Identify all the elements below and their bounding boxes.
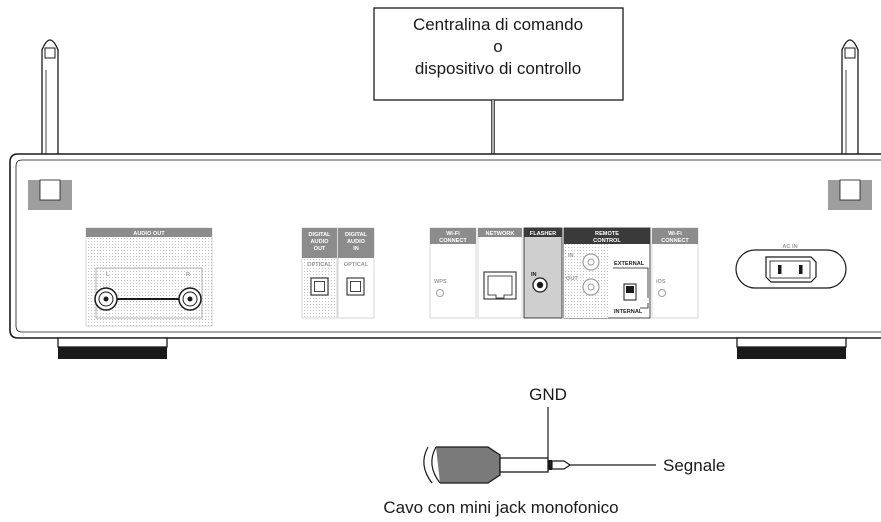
remote-label-2: CONTROL bbox=[593, 238, 621, 244]
wifi-connect-right-label-2: CONNECT bbox=[661, 238, 689, 244]
network-section: NETWORK bbox=[477, 227, 523, 319]
antenna-left-base: Bluetooth/Wi-Fi ANTENNA bbox=[28, 179, 72, 226]
remote-out-label: OUT bbox=[566, 276, 578, 282]
remote-in-label: IN bbox=[568, 253, 574, 259]
foot-right bbox=[736, 337, 847, 359]
antenna-right-label-1: Bluetooth/Wi-Fi bbox=[829, 213, 871, 219]
audio-r-label: R bbox=[186, 272, 190, 278]
wifi-connect-left-label-2: CONNECT bbox=[439, 238, 467, 244]
wifi-connect-right-section: Wi-Fi CONNECT iOS bbox=[651, 227, 699, 319]
rca-left-icon bbox=[94, 287, 118, 311]
flasher-label: FLASHER bbox=[530, 231, 556, 237]
digital-out-section: DIGITAL AUDIO OUT OPTICAL bbox=[301, 227, 338, 319]
power-inlet-icon bbox=[735, 249, 847, 289]
ios-button-icon bbox=[658, 289, 666, 297]
digital-in-label-2: AUDIO bbox=[347, 239, 366, 245]
audio-out-section: AUDIO OUT L R bbox=[85, 227, 213, 327]
external-label: EXTERNAL bbox=[614, 261, 645, 267]
wps-label: WPS bbox=[434, 279, 447, 285]
gnd-label: GND bbox=[529, 385, 567, 404]
callout-line-1: Centralina di comando bbox=[413, 15, 583, 34]
network-label: NETWORK bbox=[486, 231, 515, 237]
mono-mini-jack-illustration bbox=[423, 407, 656, 484]
ac-in-section: AC IN bbox=[735, 244, 847, 289]
remote-control-section: REMOTE CONTROL IN OUT EXTERNAL INTERNAL bbox=[563, 227, 651, 319]
audio-out-label: AUDIO OUT bbox=[133, 231, 165, 237]
flasher-jack-icon bbox=[532, 277, 548, 293]
flasher-section: FLASHER IN bbox=[523, 227, 563, 319]
wifi-connect-right-label-1: Wi-Fi bbox=[668, 231, 682, 237]
controller-callout: Centralina di comando o dispositivo di c… bbox=[373, 7, 624, 101]
antenna-right-label-2: ANTENNA bbox=[836, 220, 863, 226]
jack-tip bbox=[551, 460, 572, 470]
jack-cable-body bbox=[436, 446, 501, 484]
ios-label: iOS bbox=[656, 279, 666, 285]
signal-label: Segnale bbox=[663, 456, 725, 475]
wifi-connect-left-label-1: Wi-Fi bbox=[446, 231, 460, 237]
remote-label-1: REMOTE bbox=[595, 231, 619, 237]
internal-label: INTERNAL bbox=[614, 309, 643, 315]
antenna-left-label-1: Bluetooth/Wi-Fi bbox=[29, 213, 71, 219]
callout-line-2: o bbox=[493, 37, 502, 56]
ac-in-label: AC IN bbox=[782, 244, 797, 250]
digital-in-label-1: DIGITAL bbox=[345, 232, 368, 238]
ethernet-port-icon bbox=[483, 271, 517, 300]
digital-out-label-1: DIGITAL bbox=[309, 232, 332, 238]
wps-button-icon bbox=[436, 289, 444, 297]
callout-line-3: dispositivo di controllo bbox=[415, 59, 581, 78]
antenna-right-base: Bluetooth/Wi-Fi ANTENNA bbox=[828, 179, 872, 226]
digital-out-optical-label: OPTICAL bbox=[307, 262, 332, 268]
external-internal-switch-icon bbox=[623, 283, 637, 301]
wifi-connect-left-section: Wi-Fi CONNECT WPS bbox=[429, 227, 477, 319]
foot-left bbox=[57, 337, 168, 359]
antenna-left-label-2: ANTENNA bbox=[36, 220, 63, 226]
jack-sleeve bbox=[499, 457, 549, 473]
digital-out-label-3: OUT bbox=[314, 246, 326, 252]
digital-out-label-2: AUDIO bbox=[310, 239, 329, 245]
digital-in-section: DIGITAL AUDIO IN OPTICAL bbox=[337, 227, 375, 319]
digital-in-optical-label: OPTICAL bbox=[344, 262, 369, 268]
digital-in-label-3: IN bbox=[353, 246, 359, 252]
rca-right-icon bbox=[178, 287, 202, 311]
audio-l-label: L bbox=[106, 272, 110, 278]
flasher-in-label: IN bbox=[531, 272, 537, 278]
jack-caption: Cavo con mini jack monofonico bbox=[383, 498, 618, 517]
